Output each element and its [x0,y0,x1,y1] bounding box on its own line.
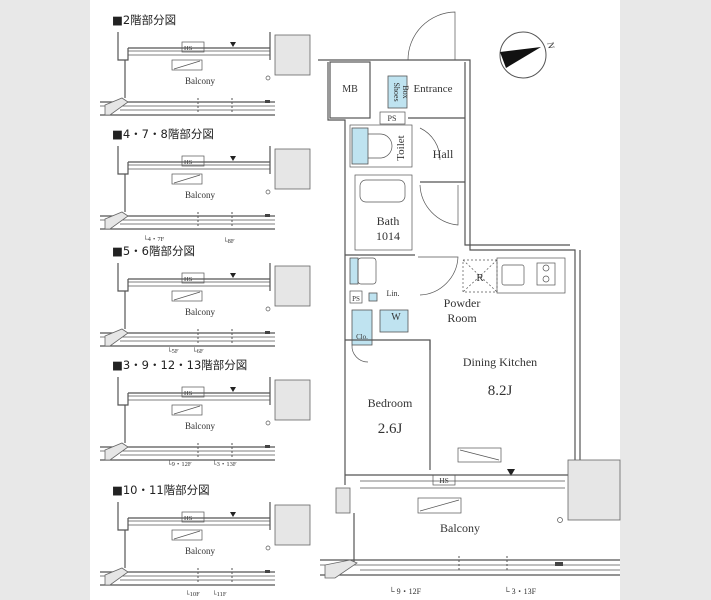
partial-heading: ■4・7・8階部分図 [112,127,214,141]
partial-plan-3-9-12-13f [99,376,311,461]
ps-label: PS [388,114,397,123]
bedroom-size: 2.6J [378,421,403,437]
partial-plan-5-6f [99,262,311,347]
partial-heading: ■3・9・12・13階部分図 [112,358,247,372]
shoes-box-label: Shoes [392,82,401,101]
room-bedroom: Bedroom [368,396,413,410]
stove-icon [536,262,556,286]
balcony-label: Balcony [185,546,215,556]
floor-note: └9・12F [167,460,192,468]
room-toilet: Toilet [395,135,407,161]
compass-north-label: N [546,41,557,50]
washer-label: W [391,312,401,323]
floor-note: └10F [185,590,200,598]
floor-note: └6F [192,347,204,355]
room-powder: Powder [444,296,481,310]
ps-label: PS [352,295,360,303]
partial-heading: ■5・6階部分図 [112,244,195,258]
hs-label: HS [184,45,193,52]
compass-icon: N [499,31,557,79]
dining-kitchen-size: 8.2J [488,383,513,399]
hs-label: HS [184,515,193,522]
partial-heading: ■10・11階部分図 [112,483,210,497]
shoes-box-label: Box [401,85,410,98]
floor-plan-sheet [90,0,620,600]
refrigerator-label: R [476,272,484,284]
balcony-label: Balcony [185,190,215,200]
hs-label: HS [184,276,193,283]
floor-note: └ 9・12F [389,586,422,596]
partial-plan-2f [99,31,311,116]
hs-label: HS [184,159,193,166]
main-floor-plan [318,11,621,579]
hs-label: HS [184,390,193,397]
room-entrance: Entrance [413,83,452,95]
shoes-box [387,75,408,109]
toilet-sink [351,127,369,165]
floor-note: └4・7F [143,235,165,243]
closet [351,309,373,346]
room-powder: Room [447,311,477,325]
floor-note: └8F [223,237,235,245]
floor-note: └3・13F [212,460,237,468]
room-balcony: Balcony [440,521,480,535]
room-hall: Hall [433,147,454,161]
balcony-label: Balcony [185,421,215,431]
room-mb: MB [342,84,358,95]
partial-plan-10-11f [99,501,311,586]
floor-note: └5F [167,347,179,355]
partial-heading: ■2階部分図 [112,13,176,27]
balcony-label: Balcony [185,307,215,317]
floor-note: └ 3・13F [504,586,537,596]
linen-label: Lin. [386,289,399,298]
hs-label: HS [439,476,449,485]
balcony-label: Balcony [185,76,215,86]
floor-note: └11F [212,590,227,598]
bath-size: 1014 [376,229,400,243]
partial-plan-4-7-8f [99,145,311,230]
room-bath: Bath [377,214,400,228]
closet-label: Clo. [356,333,368,341]
room-dining-kitchen: Dining Kitchen [463,355,537,369]
